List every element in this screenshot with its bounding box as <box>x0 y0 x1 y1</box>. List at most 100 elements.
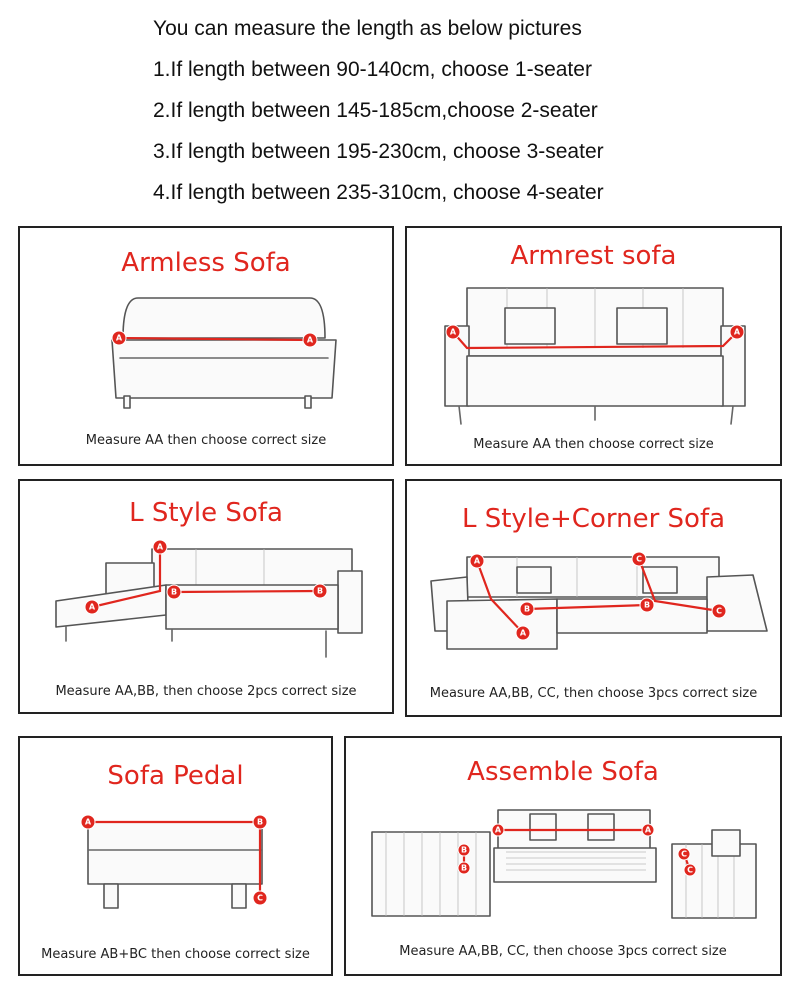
marker-a-1: A <box>152 539 168 555</box>
armrest-right <box>720 325 746 407</box>
pedal-body <box>87 821 263 885</box>
panel-assemble-sofa: Assemble Sofa A A B B C C Measure AA,BB,… <box>344 736 782 976</box>
measure-line-aa <box>475 560 524 634</box>
marker-a-1: A <box>491 823 505 837</box>
panel-sofa-pedal: Sofa Pedal A B C Measure AB+BC then choo… <box>18 736 333 976</box>
panel-caption: Measure AA then choose correct size <box>473 437 714 452</box>
panel-l-style-corner-sofa: L Style+Corner Sofa A A B B C C Measure … <box>405 479 782 717</box>
svg-text:A: A <box>495 826 502 835</box>
marker-c-1: C <box>677 847 691 861</box>
panel-title: Armless Sofa <box>121 248 291 278</box>
leg-right <box>304 395 312 409</box>
marker-a-2: A <box>84 599 100 615</box>
header-line-2-seater: 2.If length between 145-185cm,choose 2-s… <box>153 99 598 122</box>
marker-a-left: A <box>445 324 461 340</box>
svg-text:C: C <box>257 894 263 903</box>
marker-b-1: B <box>519 601 535 617</box>
leg-left <box>123 395 131 409</box>
panel-caption: Measure AB+BC then choose correct size <box>41 947 310 962</box>
sofa-back <box>122 297 326 339</box>
measure-line-bb <box>173 589 321 594</box>
svg-text:B: B <box>257 818 263 827</box>
panel-caption: Measure AA then choose correct size <box>85 433 327 448</box>
svg-text:A: A <box>157 543 164 552</box>
panel-title: Sofa Pedal <box>107 761 244 791</box>
svg-text:A: A <box>89 603 96 612</box>
marker-c-2: C <box>683 863 697 877</box>
svg-text:A: A <box>85 818 92 827</box>
svg-text:C: C <box>687 866 693 875</box>
svg-text:A: A <box>520 629 527 638</box>
marker-a-2: A <box>515 625 531 641</box>
corner-unit <box>706 574 768 632</box>
armrest-right <box>337 570 363 634</box>
sofa-seat <box>111 339 337 399</box>
panel-title: Armrest sofa <box>510 241 677 271</box>
svg-text:A: A <box>307 336 314 345</box>
measure-line-aa <box>452 331 738 350</box>
sofa-center-seat <box>493 847 657 883</box>
marker-b-1: B <box>166 584 182 600</box>
leg-left <box>103 883 119 909</box>
header-line-3-seater: 3.If length between 195-230cm, choose 3-… <box>153 140 604 163</box>
sofa-back <box>466 556 720 598</box>
header-line-4-seater: 4.If length between 235-310cm, choose 4-… <box>153 181 604 204</box>
marker-a-2: A <box>641 823 655 837</box>
leg-right <box>231 883 247 909</box>
assemble-sofa-illustration: A A B B C C <box>371 809 757 919</box>
l-style-corner-sofa-illustration: A A B B C C <box>430 551 768 650</box>
sofa-seat <box>466 355 724 407</box>
svg-text:A: A <box>116 334 123 343</box>
leg-left <box>458 405 462 425</box>
svg-text:A: A <box>450 328 457 337</box>
marker-a: A <box>80 814 96 830</box>
panel-caption: Measure AA,BB, then choose 2pcs correct … <box>55 684 357 699</box>
measure-line-bb <box>526 603 648 611</box>
header-instructions: You can measure the length as below pict… <box>153 8 604 213</box>
pillow-left <box>504 307 556 345</box>
svg-text:B: B <box>317 587 323 596</box>
header-line-1-seater: 1.If length between 90-140cm, choose 1-s… <box>153 58 592 81</box>
svg-text:B: B <box>644 601 650 610</box>
measure-line-aa <box>118 336 311 342</box>
pillow-3 <box>711 829 741 857</box>
marker-a-right: A <box>302 332 318 348</box>
pillow-1 <box>529 813 557 841</box>
panel-armrest-sofa: Armrest sofa A A Measure AA then choose … <box>405 226 782 466</box>
marker-b-2: B <box>639 597 655 613</box>
panel-title: L Style Sofa <box>129 498 283 528</box>
svg-text:C: C <box>681 850 687 859</box>
svg-text:B: B <box>461 864 467 873</box>
panel-armless-sofa: Armless Sofa A A Measure AA then choose … <box>18 226 394 466</box>
marker-b-2: B <box>457 861 471 875</box>
marker-c-2: C <box>711 603 727 619</box>
leg-right <box>730 405 734 425</box>
armrest-left <box>444 325 470 407</box>
marker-c: C <box>252 890 268 906</box>
panel-caption: Measure AA,BB, CC, then choose 3pcs corr… <box>429 686 758 701</box>
pillow-right <box>616 307 668 345</box>
marker-a-1: A <box>469 553 485 569</box>
marker-a-right: A <box>729 324 745 340</box>
panel-title: Assemble Sofa <box>467 757 659 787</box>
pillow-1 <box>516 566 552 594</box>
marker-c-1: C <box>631 551 647 567</box>
svg-text:A: A <box>734 328 741 337</box>
svg-text:A: A <box>474 557 481 566</box>
marker-b-2: B <box>312 583 328 599</box>
svg-text:A: A <box>645 826 652 835</box>
panel-caption: Measure AA,BB, CC, then choose 3pcs corr… <box>399 944 727 959</box>
l-style-sofa-illustration: A A B B <box>55 539 363 658</box>
sofa-seat <box>556 598 708 634</box>
marker-b-1: B <box>457 843 471 857</box>
pillow-2 <box>642 566 678 594</box>
sofa-pedal-illustration: A B C <box>80 814 268 909</box>
svg-text:C: C <box>636 555 642 564</box>
armless-sofa-illustration: A A <box>111 297 337 409</box>
svg-text:C: C <box>716 607 722 616</box>
pillow-2 <box>587 813 615 841</box>
svg-text:B: B <box>524 605 530 614</box>
measure-line-aa <box>91 547 162 609</box>
chaise-seat <box>446 598 558 650</box>
svg-text:B: B <box>171 588 177 597</box>
